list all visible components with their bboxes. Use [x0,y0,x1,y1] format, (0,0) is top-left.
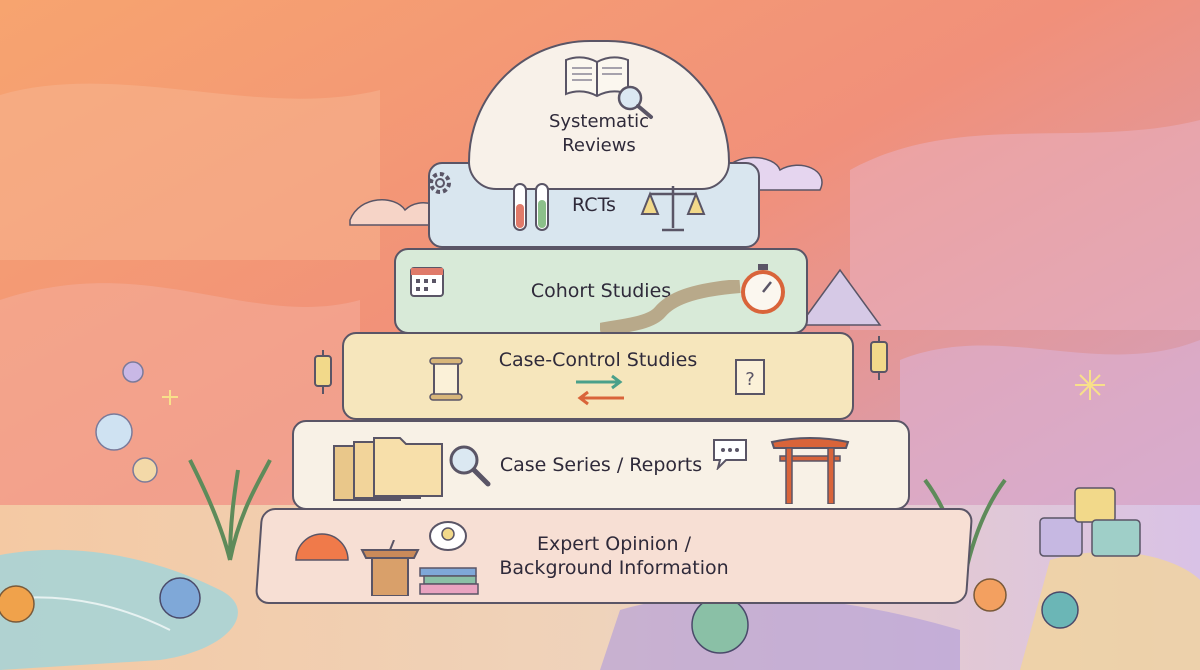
tier-label-case-control: Case-Control Studies [498,349,698,371]
torii-gate-icon [770,437,850,504]
tier-cohort: Cohort Studies [394,248,808,334]
test-tubes-icon [513,183,549,231]
open-book-icon [565,56,629,98]
magnifying-glass-icon [617,85,653,119]
magnifying-glass-icon [449,445,491,487]
swap-arrows-icon [576,374,624,406]
sunset-icon [295,533,349,561]
lightbulb-icon [429,521,467,551]
lantern-icon [314,350,332,394]
winding-road-icon [600,280,741,332]
books-icon [419,567,479,595]
scroll-icon [429,357,463,401]
balance-scale-icon [640,186,706,232]
tier-label-case-series: Case Series / Reports [499,454,703,476]
podium-icon [360,540,420,596]
question-scroll-icon: ? [735,359,765,395]
tier-label-systematic-reviews: Systematic Reviews [548,111,650,156]
folders-icon [333,437,443,501]
gear-icon [429,172,451,194]
tier-label-rcts: RCTs [572,194,616,216]
calendar-icon [410,267,444,297]
svg-text:?: ? [745,369,755,390]
tier-case-control: Case-Control Studies [342,332,854,420]
lantern-icon [870,336,888,380]
tier-label-cohort: Cohort Studies [530,280,672,302]
stopwatch-icon [741,264,785,314]
tier-label-expert-opinion: Expert Opinion / Background Information [499,533,729,579]
speech-bubble-icon [713,439,747,470]
